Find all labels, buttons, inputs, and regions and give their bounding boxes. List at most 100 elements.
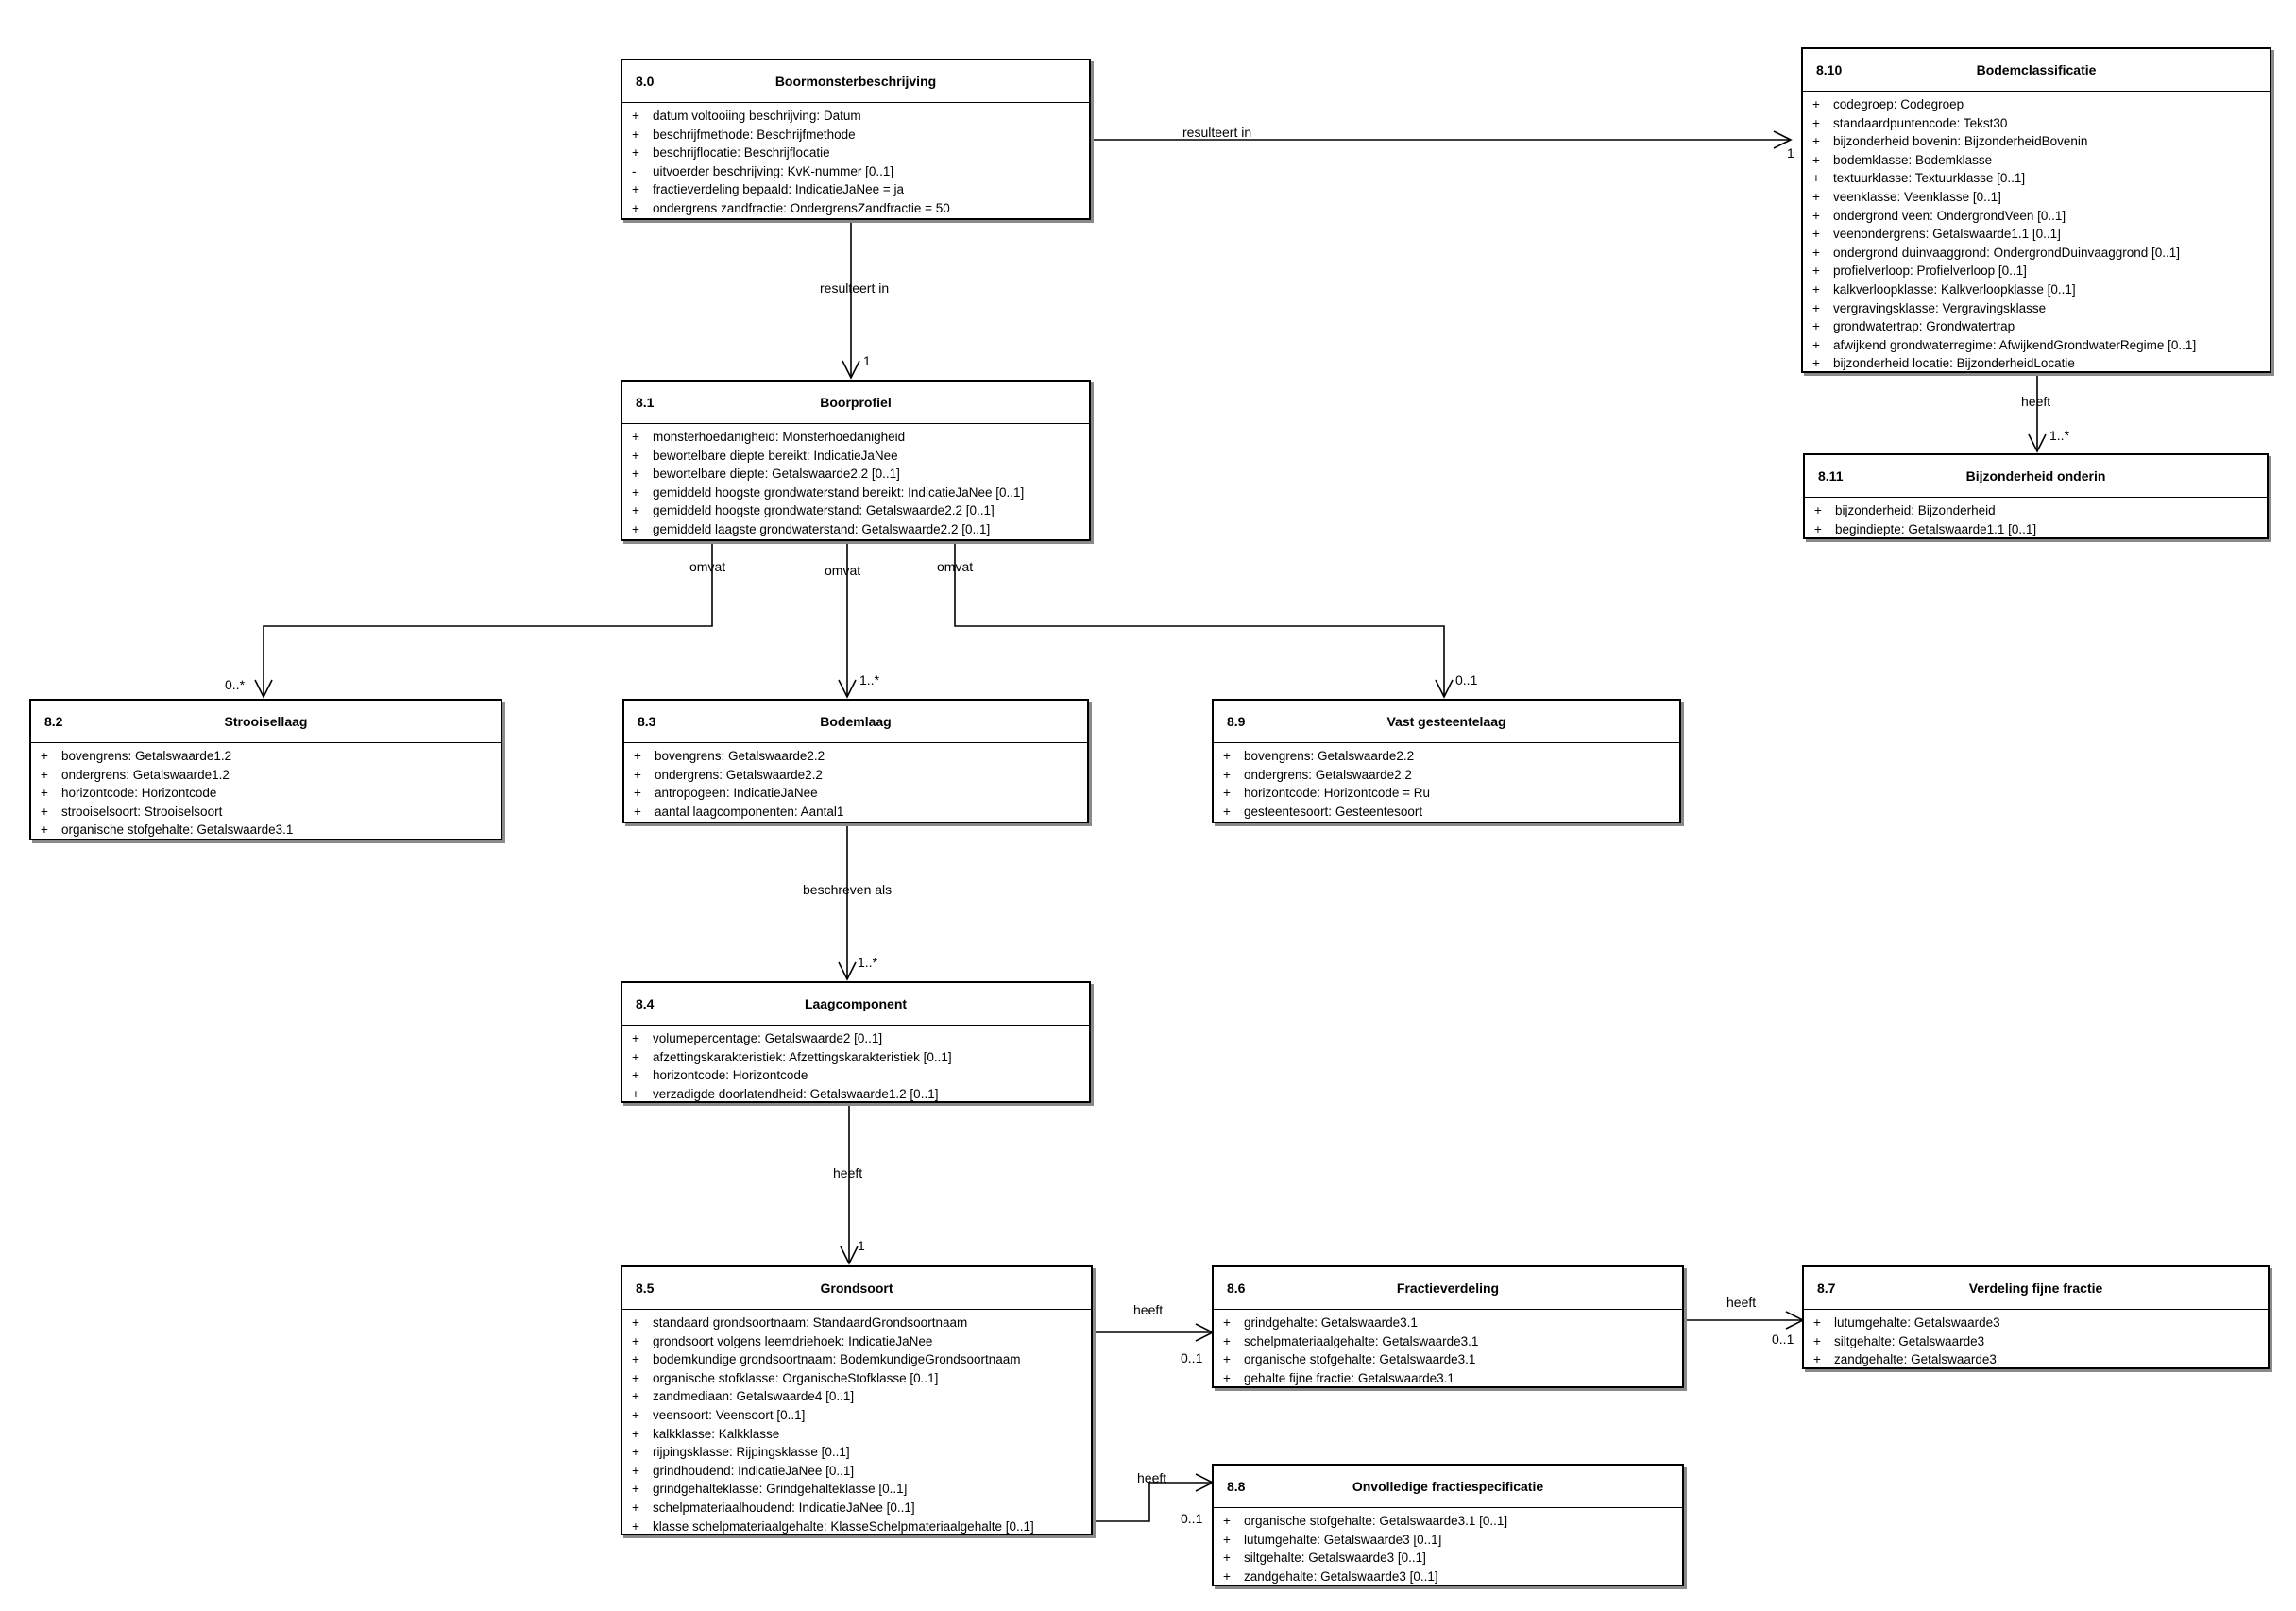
- visibility-marker: +: [632, 1445, 639, 1460]
- attribute-row: +kalkverloopklasse: Kalkverloopklasse [0…: [1803, 280, 2270, 299]
- visibility-marker: +: [632, 127, 639, 142]
- attribute-row: + aantal laagcomponenten: Aantal1: [624, 803, 1087, 822]
- assoc-label: omvat: [689, 559, 726, 574]
- attribute-text: grindgehalte: Getalswaarde3.1: [1244, 1315, 1418, 1330]
- attribute-row: +grindgehalte: Getalswaarde3.1: [1214, 1314, 1682, 1332]
- attribute-text: vergravingsklasse: Vergravingsklasse: [1833, 300, 2047, 315]
- class-number: 8.4: [636, 996, 655, 1011]
- visibility-marker: +: [632, 1068, 639, 1083]
- attribute-row: + codegroep: Codegroep: [1803, 95, 2270, 114]
- attribute-text: afwijkend grondwaterregime: AfwijkendGro…: [1833, 337, 2197, 352]
- visibility-marker: +: [1812, 281, 1820, 297]
- visibility-marker: +: [1812, 263, 1820, 279]
- visibility-marker: +: [632, 521, 639, 536]
- attribute-row: +gemiddeld hoogste grondwaterstand berei…: [622, 483, 1089, 502]
- attribute-row: + ondergrens: Getalswaarde2.2: [624, 766, 1087, 785]
- attribute-text: ondergrens: Getalswaarde1.2: [61, 767, 230, 782]
- visibility-marker: +: [634, 804, 641, 819]
- visibility-marker: +: [634, 749, 641, 763]
- attribute-text: ondergrens zandfractie: OndergrensZandfr…: [653, 200, 950, 215]
- class-number: 8.5: [636, 1280, 655, 1296]
- multiplicity: 0..1: [1772, 1331, 1794, 1347]
- visibility-marker: +: [1223, 804, 1231, 819]
- attribute-text: zandmediaan: Getalswaarde4 [0..1]: [653, 1389, 855, 1404]
- attribute-row: +beschrijflocatie: Beschrijflocatie: [622, 144, 1089, 162]
- attribute-text: bewortelbare diepte: Getalswaarde2.2 [0.…: [653, 466, 900, 482]
- attribute-text: ondergrens: Getalswaarde2.2: [655, 767, 823, 782]
- visibility-marker: +: [632, 1031, 639, 1045]
- attribute-text: schelpmateriaalgehalte: Getalswaarde3.1: [1244, 1333, 1479, 1348]
- attribute-text: horizontcode: Horizontcode = Ru: [1244, 786, 1430, 801]
- class-attributes: +bijzonderheid: Bijzonderheid+begindiept…: [1805, 498, 2267, 538]
- class-attributes: +monsterhoedanigheid: Monsterhoedanighei…: [622, 424, 1089, 539]
- attribute-text: codegroep: Codegroep: [1833, 97, 1964, 111]
- attribute-row: +horizontcode: Horizontcode: [31, 784, 501, 803]
- class-name: Bijzonderheid onderin: [1965, 468, 2106, 483]
- assoc-label: heeft: [833, 1165, 863, 1180]
- attribute-text: uitvoerder beschrijving: KvK-nummer [0..…: [653, 163, 894, 178]
- attribute-text: bijzonderheid locatie: BijzonderheidLoca…: [1833, 356, 2075, 371]
- attribute-text: aantal laagcomponenten: Aantal1: [655, 804, 844, 819]
- class-name: Bodemclassificatie: [1976, 62, 2097, 77]
- multiplicity: 0..1: [1181, 1511, 1203, 1526]
- attribute-row: +gemiddeld laagste grondwaterstand: Geta…: [622, 520, 1089, 539]
- attribute-text: afzettingskarakteristiek: Afzettingskara…: [653, 1049, 952, 1064]
- visibility-marker: +: [41, 786, 48, 801]
- attribute-text: kalkklasse: Kalkklasse: [653, 1426, 780, 1441]
- visibility-marker: +: [1223, 749, 1231, 763]
- visibility-marker: +: [634, 786, 641, 801]
- attribute-text: grondwatertrap: Grondwatertrap: [1833, 319, 2015, 334]
- attribute-row: +ondergrens: Getalswaarde1.2: [31, 766, 501, 785]
- assoc-label: beschreven als: [803, 882, 893, 897]
- class-number: 8.1: [636, 395, 655, 410]
- attribute-row: +bewortelbare diepte bereikt: IndicatieJ…: [622, 447, 1089, 466]
- attribute-row: +veenklasse: Veenklasse [0..1]: [1803, 188, 2270, 207]
- visibility-marker: +: [632, 1086, 639, 1101]
- attribute-row: +organische stofgehalte: Getalswaarde3.1…: [1214, 1512, 1682, 1531]
- visibility-marker: +: [1223, 786, 1231, 801]
- visibility-marker: -: [632, 163, 637, 178]
- attribute-text: organische stofgehalte: Getalswaarde3.1: [61, 822, 294, 838]
- attribute-text: beschrijflocatie: Beschrijflocatie: [653, 145, 830, 161]
- visibility-marker: +: [1223, 767, 1231, 782]
- class-attributes: +codegroep: Codegroep+standaardpuntencod…: [1803, 92, 2270, 373]
- attribute-row: +organische stofgehalte: Getalswaarde3.1: [1214, 1350, 1682, 1369]
- visibility-marker: +: [1812, 97, 1820, 111]
- attribute-row: +ondergrond duinvaaggrond: OndergrondDui…: [1803, 244, 2270, 263]
- visibility-marker: +: [1814, 503, 1822, 517]
- attribute-text: standaard grondsoortnaam: StandaardGrond…: [653, 1315, 968, 1330]
- class-number: 8.2: [44, 714, 63, 729]
- attribute-row: +schelpmateriaalhoudend: IndicatieJaNee …: [622, 1499, 1091, 1518]
- class-attributes: +bovengrens: Getalswaarde1.2+ondergrens:…: [31, 743, 501, 839]
- multiplicity: 1..*: [2049, 428, 2070, 443]
- visibility-marker: +: [1812, 356, 1820, 371]
- multiplicity: 1..*: [858, 955, 878, 970]
- class-name: Boormonsterbeschrijving: [774, 74, 937, 89]
- visibility-marker: +: [1223, 1569, 1231, 1584]
- visibility-marker: +: [632, 466, 639, 482]
- attribute-text: ondergrond duinvaaggrond: OndergrondDuin…: [1833, 245, 2181, 260]
- multiplicity: 1: [863, 353, 871, 368]
- visibility-marker: +: [41, 822, 48, 838]
- attribute-row: + organische stofgehalte: Getalswaarde3.1: [31, 821, 501, 839]
- attribute-row: +datum voltooiing beschrijving: Datum: [622, 107, 1089, 126]
- visibility-marker: +: [634, 767, 641, 782]
- attribute-text: siltgehalte: Getalswaarde3 [0..1]: [1244, 1551, 1426, 1566]
- visibility-marker: +: [632, 484, 639, 500]
